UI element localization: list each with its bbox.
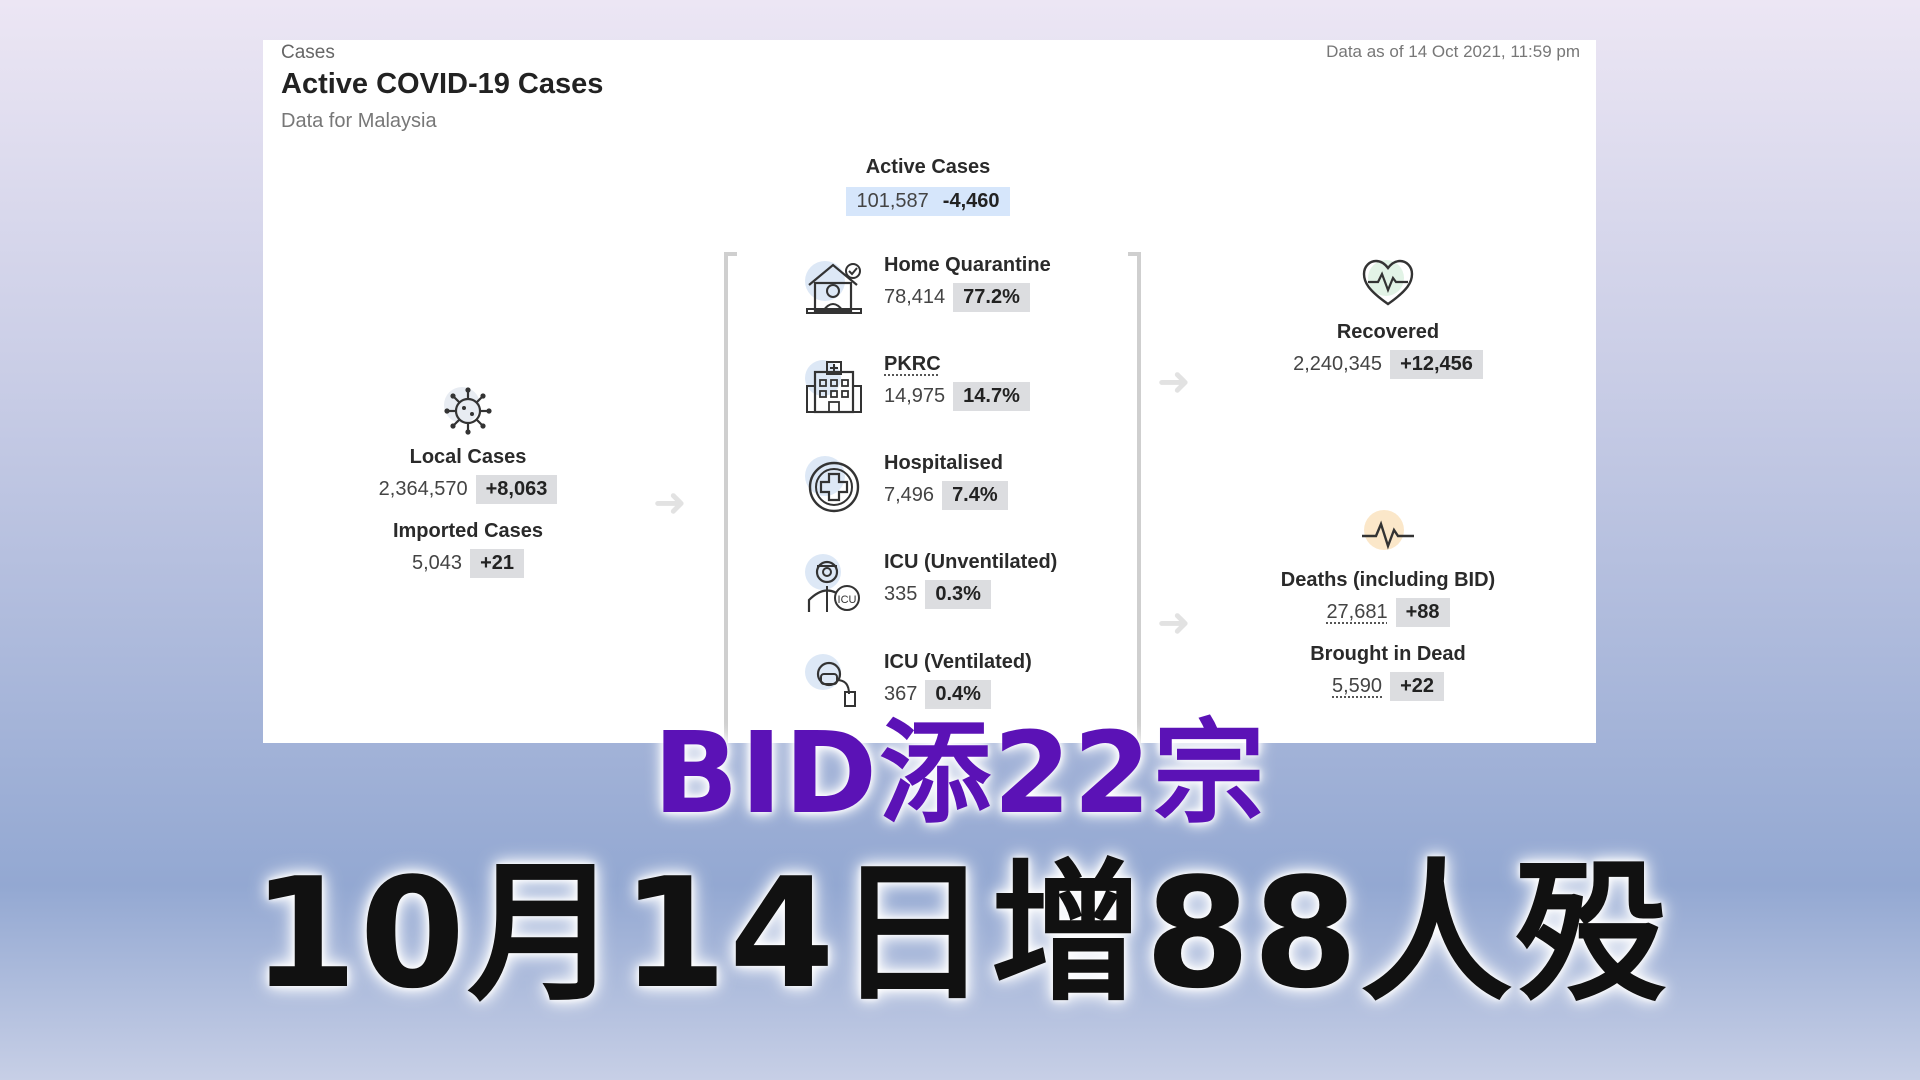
- headline-bid: BID添22宗: [653, 709, 1267, 839]
- icu-unventilated-label: ICU (Unventilated): [884, 551, 1058, 573]
- home-quarantine-pct: 77.2%: [953, 283, 1030, 312]
- bid-value[interactable]: 5,590: [1332, 675, 1383, 697]
- pkrc-value: 14,975: [884, 385, 946, 407]
- bracket-right: [1128, 252, 1141, 743]
- icu-unventilated-value: 335: [884, 583, 918, 605]
- breadcrumb[interactable]: Cases: [281, 42, 335, 63]
- local-cases-change: +8,063: [475, 475, 558, 504]
- svg-text:ICU: ICU: [838, 594, 857, 606]
- ventilator-icon: [805, 654, 856, 707]
- middle-item-home-quarantine: Home Quarantine 78,414 77.2%: [884, 254, 1051, 312]
- icu-doctor-icon: ICU: [805, 554, 860, 612]
- pkrc-label[interactable]: PKRC: [884, 353, 941, 375]
- hospitalised-value: 7,496: [884, 484, 935, 506]
- local-cases-block: Local Cases 2,364,570 +8,063 Imported Ca…: [323, 446, 613, 578]
- icu-unventilated-pct: 0.3%: [925, 580, 991, 609]
- active-cases-change: -4,460: [942, 190, 1000, 212]
- active-cases-block: Active Cases 101,587 -4,460: [713, 156, 1143, 216]
- deaths-change: +88: [1395, 598, 1450, 627]
- middle-item-pkrc: PKRC 14,975 14.7%: [884, 353, 1030, 411]
- bracket-left: [724, 252, 737, 743]
- middle-item-icu-ventilated: ICU (Ventilated) 367 0.4%: [884, 651, 1032, 709]
- hospitalised-pct: 7.4%: [942, 481, 1008, 510]
- recovered-block: Recovered 2,240,345 +12,456: [1273, 321, 1503, 379]
- bid-change: +22: [1390, 672, 1444, 701]
- imported-cases-label: Imported Cases: [392, 520, 544, 542]
- deaths-block: Deaths (including BID) 27,681 +88 Brough…: [1253, 569, 1523, 701]
- imported-cases-change: +21: [470, 549, 524, 578]
- active-cases-badge: 101,587 -4,460: [846, 187, 1010, 216]
- page-title: Active COVID-19 Cases: [281, 68, 604, 100]
- medical-cross-icon: [805, 456, 860, 513]
- bid-label: Brought in Dead: [1310, 643, 1466, 665]
- building-icon: [805, 360, 862, 414]
- pulse-line-icon: [1362, 510, 1414, 550]
- local-cases-label: Local Cases: [409, 446, 527, 468]
- home-quarantine-value: 78,414: [884, 286, 946, 308]
- active-cases-label: Active Cases: [865, 156, 991, 178]
- cases-card: Cases Active COVID-19 Cases Data for Mal…: [263, 40, 1596, 743]
- headline-deaths: 10月14日增88人殁: [251, 845, 1669, 1022]
- page-subtitle: Data for Malaysia: [281, 110, 437, 132]
- data-timestamp: Data as of 14 Oct 2021, 11:59 pm: [1326, 42, 1580, 61]
- icu-ventilated-label: ICU (Ventilated): [884, 651, 1032, 673]
- local-cases-value: 2,364,570: [378, 478, 468, 500]
- recovered-change: +12,456: [1390, 350, 1483, 379]
- deaths-label: Deaths (including BID): [1280, 569, 1496, 591]
- deaths-value[interactable]: 27,681: [1326, 601, 1388, 623]
- middle-item-hospitalised: Hospitalised 7,496 7.4%: [884, 452, 1008, 510]
- pkrc-pct: 14.7%: [953, 382, 1030, 411]
- arrow-right-icon: ➜: [1157, 360, 1191, 404]
- arrow-right-icon: ➜: [1157, 601, 1191, 645]
- recovered-label: Recovered: [1336, 321, 1440, 343]
- icu-ventilated-value: 367: [884, 683, 918, 705]
- hospitalised-label: Hospitalised: [884, 452, 1003, 474]
- arrow-right-icon: ➜: [653, 481, 687, 525]
- icu-ventilated-pct: 0.4%: [925, 680, 991, 709]
- home-quarantine-label: Home Quarantine: [884, 254, 1051, 276]
- virus-icon: [444, 387, 492, 435]
- home-quarantine-icon: [805, 261, 862, 314]
- heart-pulse-icon: [1362, 259, 1414, 306]
- middle-item-icu-unventilated: ICU (Unventilated) 335 0.3%: [884, 551, 1057, 609]
- recovered-value: 2,240,345: [1293, 353, 1383, 375]
- active-cases-value: 101,587: [856, 190, 929, 212]
- imported-cases-value: 5,043: [412, 552, 463, 574]
